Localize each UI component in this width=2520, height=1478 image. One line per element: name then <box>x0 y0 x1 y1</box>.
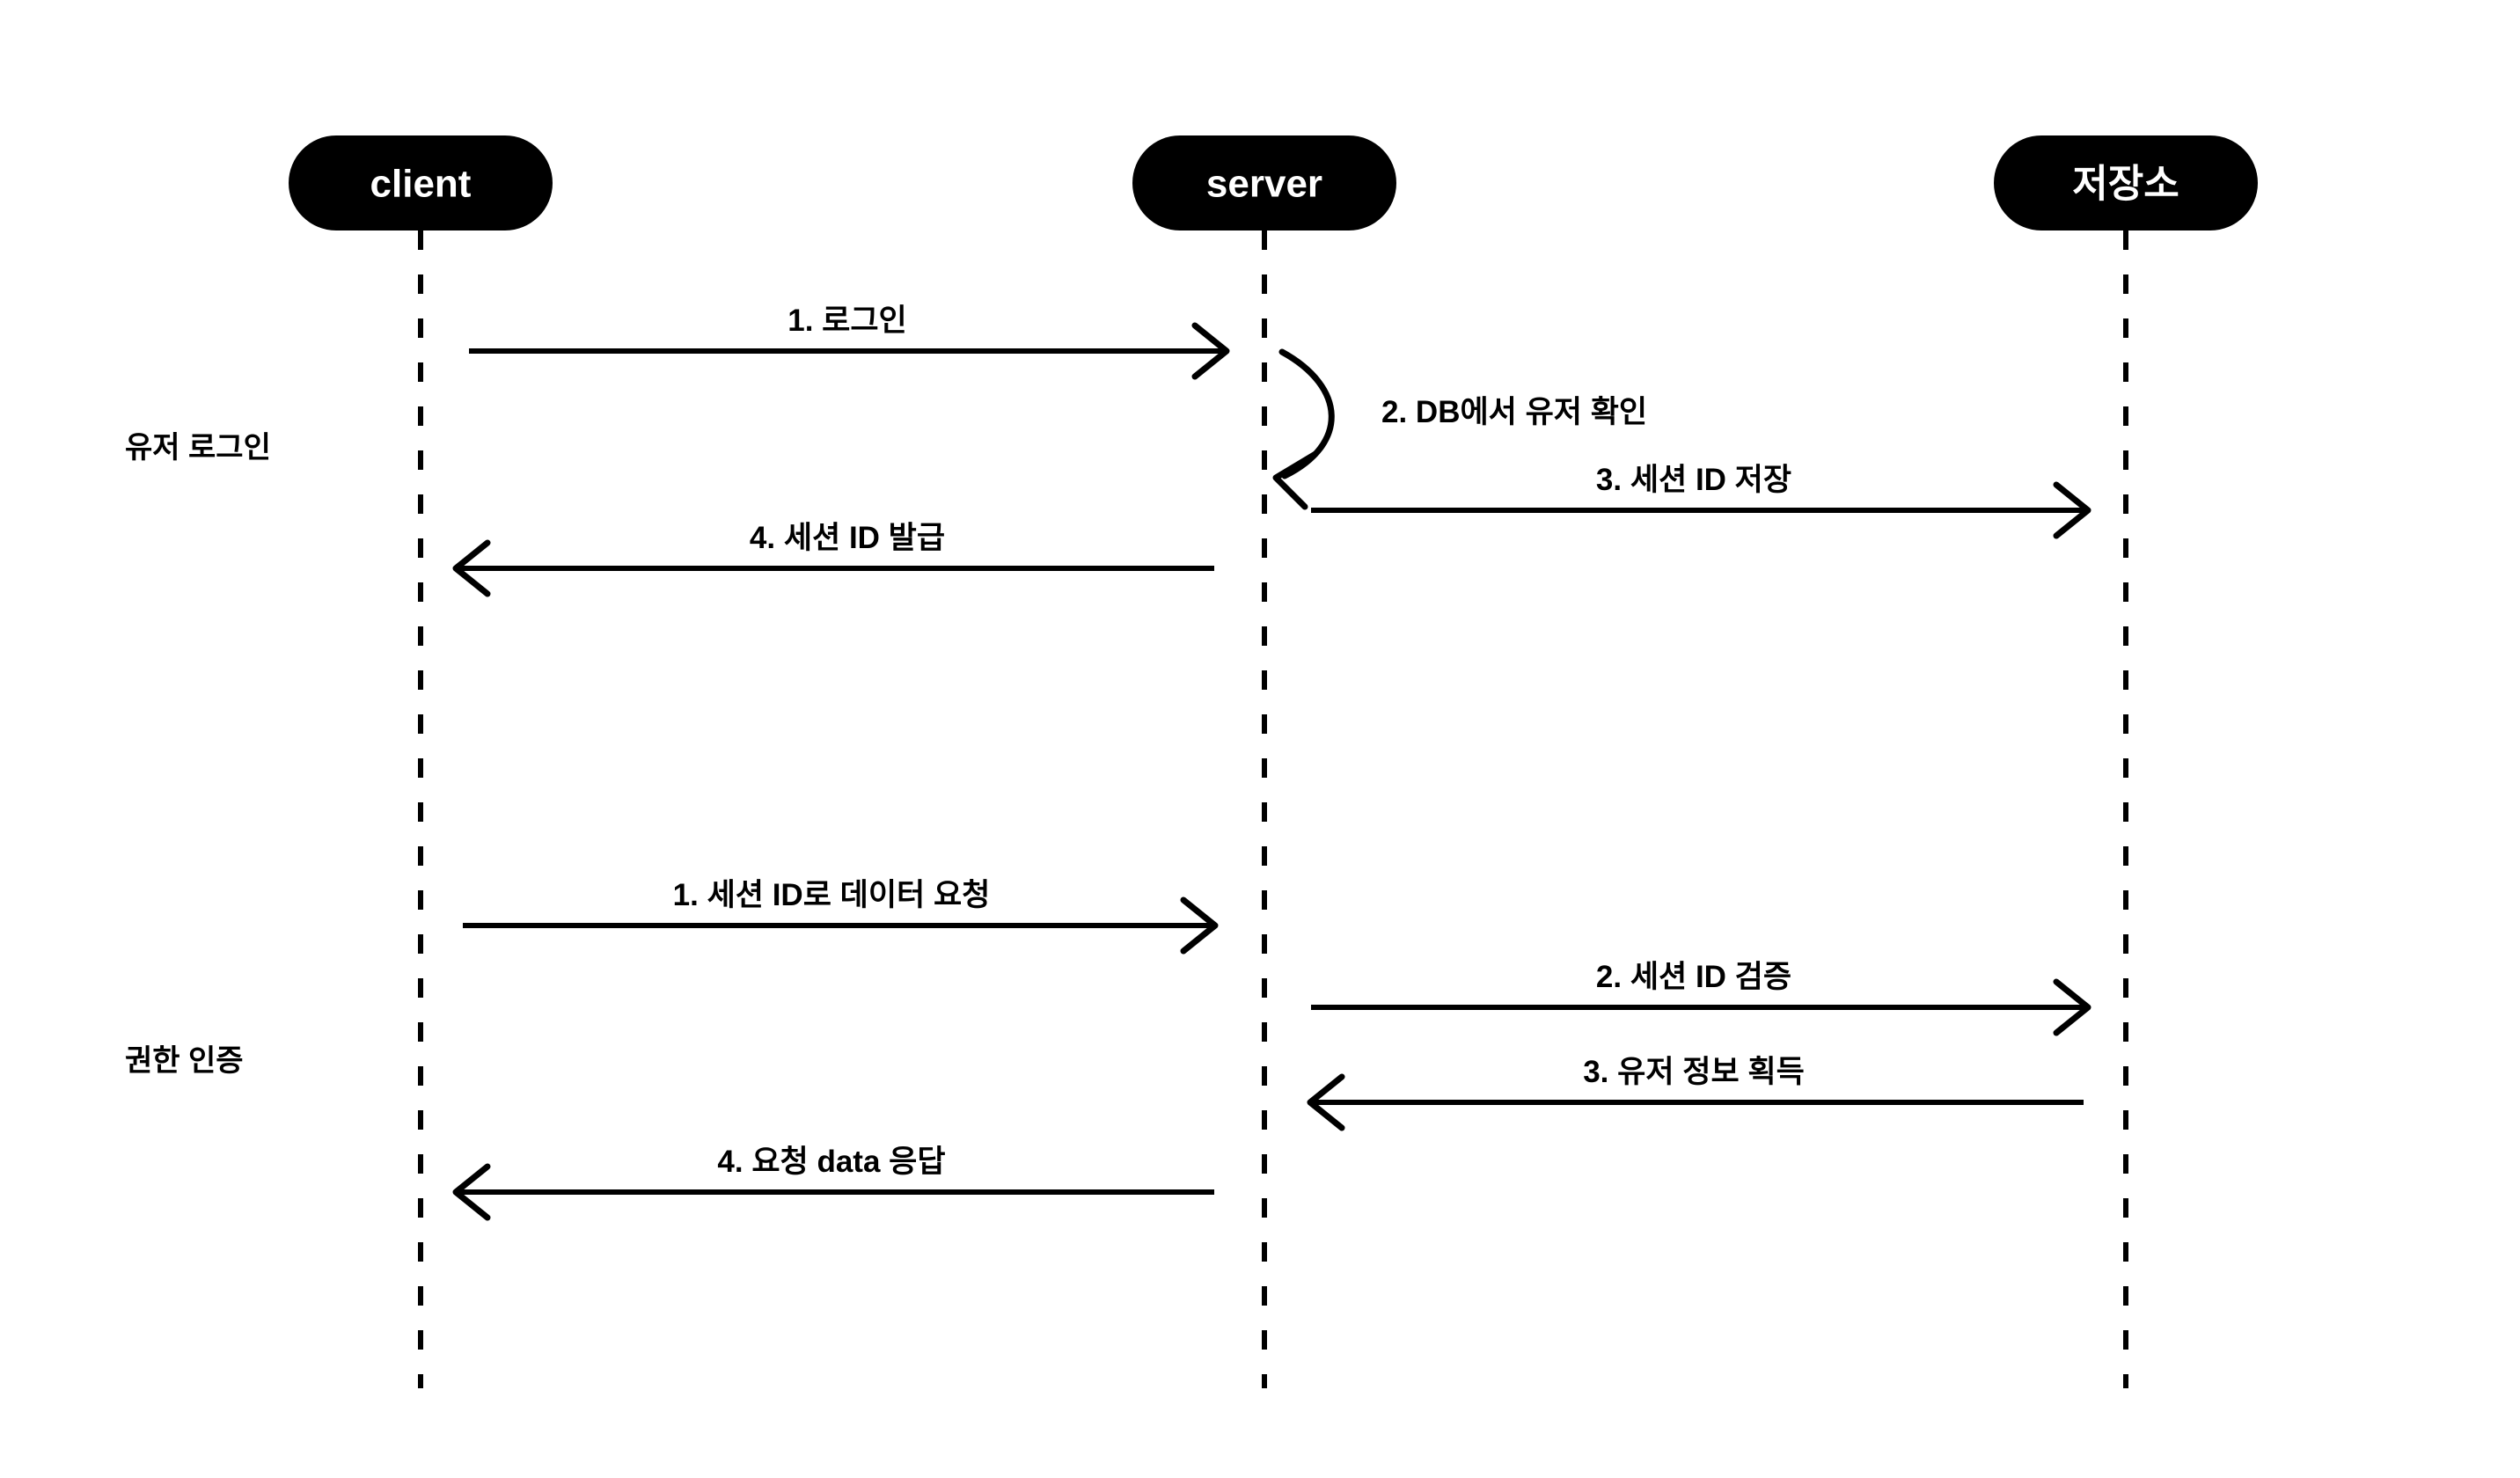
message-issue-session-id: 4. 세션 ID 발급 <box>452 521 1214 597</box>
message-data-response: 4. 요청 data 응답 <box>452 1145 1214 1221</box>
message-label-data-request: 1. 세션 ID로 데이터 요청 <box>673 878 991 912</box>
message-label-db-check: 2. DB에서 유저 확인 <box>1381 395 1647 429</box>
group-label-authorization: 권한 인증 <box>125 1044 244 1078</box>
actor-label-client: client <box>370 163 472 206</box>
message-verify-session-id: 2. 세션 ID 검증 <box>1311 960 2091 1036</box>
arrowhead-left-issue-session-id <box>452 539 491 597</box>
actor-label-server: server <box>1206 163 1322 206</box>
arrowhead-left-data-response <box>452 1163 491 1221</box>
arrowhead-right-store-session-id <box>2053 481 2091 539</box>
message-data-request: 1. 세션 ID로 데이터 요청 <box>463 878 1219 955</box>
lifelines-layer <box>418 230 2128 1388</box>
message-store-session-id: 3. 세션 ID 저장 <box>1311 463 2091 539</box>
actor-server[interactable]: server <box>1132 135 1396 230</box>
message-login: 1. 로그인 <box>469 304 1230 380</box>
actor-storage[interactable]: 저장소 <box>1994 135 2258 230</box>
message-db-check: 2. DB에서 유저 확인 <box>1272 348 1647 510</box>
actor-client[interactable]: client <box>289 135 553 230</box>
actor-box-storage[interactable] <box>1994 135 2258 230</box>
arrowhead-right-data-request <box>1180 896 1219 955</box>
message-label-login: 1. 로그인 <box>788 304 907 338</box>
message-label-data-response: 4. 요청 data 응답 <box>717 1145 945 1179</box>
arrowhead-left-get-user-info <box>1307 1073 1345 1131</box>
actor-box-server[interactable] <box>1132 135 1396 230</box>
arrowhead-self-db-check <box>1272 450 1319 510</box>
message-label-verify-session-id: 2. 세션 ID 검증 <box>1596 960 1791 994</box>
message-label-get-user-info: 3. 유저 정보 획득 <box>1583 1055 1805 1089</box>
actor-label-storage: 저장소 <box>2072 163 2179 206</box>
actor-box-client[interactable] <box>289 135 553 230</box>
arrowhead-right-login <box>1191 322 1230 380</box>
group-label-user-login: 유저 로그인 <box>125 431 271 465</box>
message-get-user-info: 3. 유저 정보 획득 <box>1307 1055 2084 1131</box>
arrowhead-right-verify-session-id <box>2053 978 2091 1036</box>
message-label-issue-session-id: 4. 세션 ID 발급 <box>750 521 945 555</box>
message-label-store-session-id: 3. 세션 ID 저장 <box>1596 463 1791 497</box>
